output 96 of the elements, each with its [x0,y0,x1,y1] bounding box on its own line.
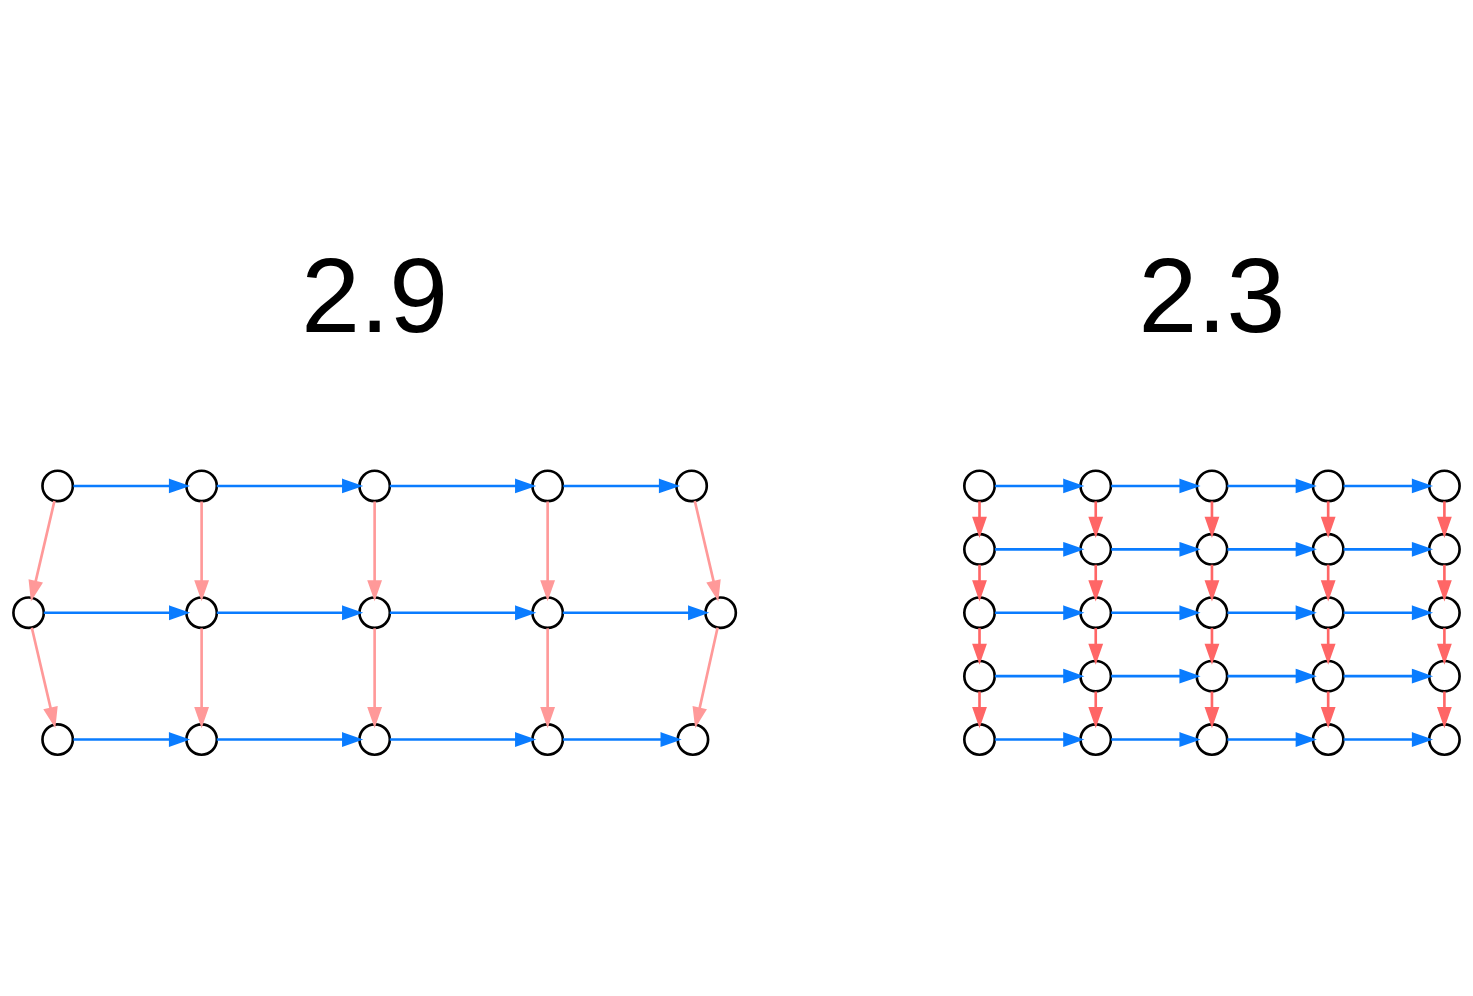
arrow [994,668,1085,684]
arrow [1343,541,1434,557]
node-circle [531,722,565,756]
node-circle [963,659,997,693]
node-circle [704,595,738,629]
arrow [1227,604,1317,620]
arrow [389,731,537,747]
arrow [1437,691,1452,728]
node-circle [1195,659,1229,693]
node-circle [1079,659,1113,693]
arrow [194,627,210,728]
node-circle [1195,468,1229,502]
arrow [540,501,556,601]
arrow [216,731,364,747]
label: 2.9 [301,235,449,354]
arrow [30,627,58,728]
arrow [1111,478,1201,493]
arrow [389,604,537,620]
node-circle [1311,659,1345,693]
arrow [693,500,721,601]
arrow [972,564,987,601]
node-circle [1311,722,1345,756]
arrow [972,500,987,538]
node-circle [531,595,565,629]
arrow [1437,564,1452,601]
arrow [994,478,1085,493]
node-circle [1311,532,1345,566]
arrow [994,604,1085,620]
node-circle [1195,532,1229,566]
node-circle [1079,595,1113,629]
node-circle [358,722,392,756]
arrow [73,731,191,747]
arrow [1227,478,1317,493]
node-circle [41,722,75,756]
arrow [216,604,364,620]
arrow [1111,541,1201,557]
arrow [994,541,1085,557]
arrow [1111,668,1201,684]
arrow [1343,478,1434,493]
arrow [194,501,210,601]
node-circle [185,722,219,756]
node-circle [358,468,392,502]
arrow [1111,731,1201,747]
arrow [367,501,383,601]
node-circle [1427,468,1461,502]
arrow [1088,691,1104,728]
node-circle [1311,595,1345,629]
node-circle [1195,722,1229,756]
node-circle [1079,532,1113,566]
arrow [1227,541,1317,557]
node-circle [1079,468,1113,502]
arrow [540,627,556,728]
arrow [994,731,1085,747]
arrow [389,478,537,493]
node-circle [1195,595,1229,629]
arrow [1088,564,1104,601]
node-circle [12,595,46,629]
node-circle [41,468,75,502]
node-circle [1427,659,1461,693]
node-circle [1427,532,1461,566]
node-circle [1427,595,1461,629]
arrow [367,627,383,728]
arrow [562,731,682,747]
node-circle [676,722,710,756]
node-circle [1311,468,1345,502]
arrow [28,500,56,601]
label: 2.3 [1138,235,1286,354]
node-circle [185,468,219,502]
arrow [972,627,987,665]
arrow [1343,668,1434,684]
arrow [972,691,987,728]
arrow [1227,731,1317,747]
node-circle [358,595,392,629]
arrow [1111,604,1201,620]
arrow [1227,668,1317,684]
node-circle [963,532,997,566]
arrow [43,604,191,620]
arrow [216,478,364,493]
node-circle [185,595,219,629]
arrow [1437,500,1452,538]
node-circle [1079,722,1113,756]
arrow [1437,627,1452,665]
node-circle [963,722,997,756]
arrow [692,627,719,728]
arrow [562,604,710,620]
arrow [563,478,681,493]
arrow [1088,627,1104,665]
node-circle [675,468,709,502]
arrow [1343,604,1434,620]
node-circle [1427,722,1461,756]
arrow [73,478,191,493]
arrow [1343,731,1434,747]
node-circle [531,468,565,502]
arrow [1088,500,1104,538]
node-circle [963,468,997,502]
node-circle [963,595,997,629]
